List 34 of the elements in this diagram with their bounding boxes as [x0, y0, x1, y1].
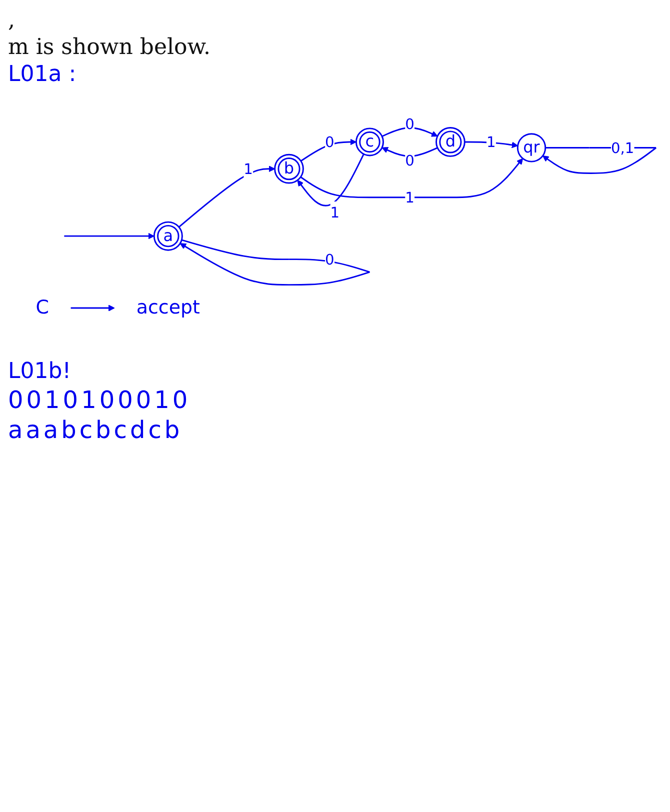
input-string: 0010100010 — [8, 386, 191, 414]
arrow — [64, 232, 154, 240]
edge-label: 0 — [405, 151, 414, 169]
arrow — [382, 147, 438, 157]
edge-label: 0,1 — [611, 138, 634, 156]
section-label: L01a : — [8, 62, 76, 87]
node-circle — [153, 221, 183, 251]
state-sequence: aaabcbcdcb — [8, 416, 183, 444]
node-circle — [436, 127, 466, 157]
edge-label: 1 — [405, 188, 414, 206]
arrow — [300, 158, 524, 198]
arrow — [297, 154, 364, 206]
sentence: m is shown below. — [8, 35, 210, 60]
arrow — [542, 147, 656, 174]
edge-label: 1 — [244, 160, 253, 178]
edge-label: 1 — [330, 204, 340, 222]
node-circle — [516, 133, 546, 162]
node-circle — [355, 128, 384, 156]
arrow — [178, 166, 276, 228]
arrow — [70, 304, 115, 312]
state-diagram: 1 0 0 1 0 0 1 1 0,1 a b c d qr C accept — [8, 107, 662, 339]
arrow — [300, 138, 356, 162]
arrow — [464, 141, 518, 148]
edge-label: 1 — [486, 133, 496, 151]
edge-label: 0 — [405, 115, 414, 133]
node-text: C — [36, 296, 49, 319]
edge-label: 0 — [325, 133, 334, 151]
edge-label: 0 — [325, 250, 334, 268]
text-fragment: , — [8, 8, 15, 33]
arrow — [382, 127, 438, 138]
node-circle — [274, 154, 304, 184]
section-label: L01b! — [8, 359, 72, 384]
arrow — [180, 243, 370, 286]
node-text: accept — [136, 296, 200, 319]
